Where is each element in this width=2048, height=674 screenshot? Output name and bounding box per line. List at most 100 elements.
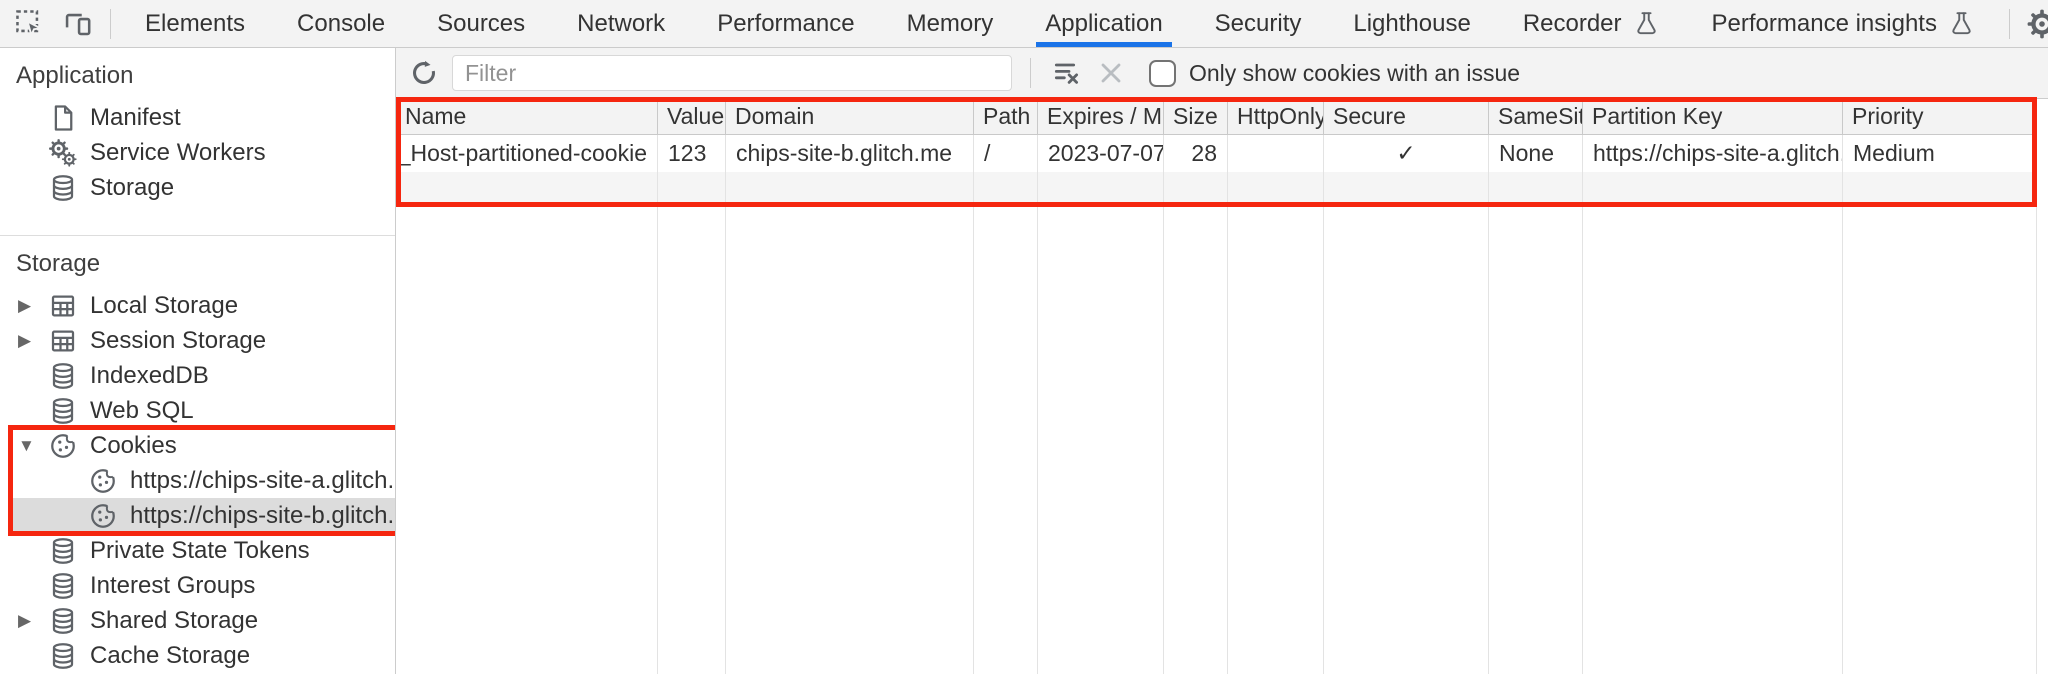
sidebar-divider (0, 235, 395, 236)
expand-chevron-icon[interactable]: ▶ (18, 331, 32, 350)
cookie-icon (88, 501, 118, 531)
sidebar-section-application: Application (16, 62, 134, 89)
sidebar-item-session-storage[interactable]: ▶ Session Storage (18, 326, 267, 354)
cookie-cell-path[interactable]: / (974, 135, 1038, 172)
tab-lighthouse[interactable]: Lighthouse (1353, 9, 1471, 37)
empty-row-cell (1228, 172, 1324, 203)
clear-filter-button[interactable] (1047, 53, 1087, 93)
sidebar-item-manifest[interactable]: Manifest (0, 100, 395, 135)
cookie-cell-expires[interactable]: 2023-07-07… (1038, 135, 1164, 172)
table-filler-cell (1164, 203, 1228, 674)
tab-network[interactable]: Network (577, 9, 666, 37)
experiment-flask-icon (1948, 10, 1975, 37)
cookie-icon (48, 431, 78, 461)
table-filler-cell (658, 203, 726, 674)
application-sidebar: Application Manifest Service Workers Sto… (0, 48, 396, 674)
cookie-cell-priority[interactable]: Medium (1843, 135, 2037, 172)
column-header-size[interactable]: Size (1164, 99, 1228, 135)
column-header-httponly[interactable]: HttpOnly (1228, 99, 1324, 135)
cookie-cell-name[interactable]: __Host-partitioned-cookie (396, 135, 658, 172)
toolbar-divider (1030, 58, 1031, 88)
refresh-button[interactable] (404, 53, 444, 93)
column-header-priority[interactable]: Priority (1843, 99, 2037, 135)
sidebar-section-storage: Storage (16, 250, 101, 277)
cookies-panel: Only show cookies with an issue Name Val… (396, 48, 2048, 674)
cookie-cell-secure-checkmark[interactable]: ✓ (1324, 135, 1489, 172)
device-toolbar-icon (62, 8, 94, 40)
column-header-secure[interactable]: Secure (1324, 99, 1489, 135)
sidebar-item-cookies-chips-site-a[interactable]: https://chips-site-a.glitch.me (0, 463, 395, 498)
only-issue-checkbox[interactable] (1149, 59, 1176, 87)
expand-chevron-icon[interactable]: ▶ (18, 296, 32, 315)
table-grid-icon (48, 291, 78, 321)
clear-filter-icon (1051, 57, 1083, 89)
tab-performance[interactable]: Performance (717, 9, 855, 37)
column-header-name[interactable]: Name (396, 99, 658, 135)
column-header-value[interactable]: Value (658, 99, 726, 135)
tab-elements[interactable]: Elements (145, 9, 246, 37)
column-header-partition-key[interactable]: Partition Key (1583, 99, 1843, 135)
x-icon (1095, 57, 1127, 89)
sidebar-item-service-workers[interactable]: Service Workers (0, 135, 395, 170)
filter-input[interactable] (452, 55, 1012, 91)
cookie-cell-partition-key[interactable]: https://chips-site-a.glitch.me (1583, 135, 1843, 172)
storage-database-icon (48, 173, 78, 203)
sidebar-item-storage[interactable]: Storage (0, 170, 395, 205)
sidebar-item-web-sql[interactable]: Web SQL (0, 393, 395, 428)
sidebar-item-private-state-tokens[interactable]: Private State Tokens (0, 533, 395, 568)
sidebar-item-interest-groups[interactable]: Interest Groups (0, 568, 395, 603)
database-icon (48, 396, 78, 426)
tab-memory[interactable]: Memory (906, 9, 994, 37)
column-header-expires[interactable]: Expires / M… (1038, 99, 1164, 135)
tab-sources[interactable]: Sources (437, 9, 526, 37)
cookie-cell-value[interactable]: 123 (658, 135, 726, 172)
collapse-chevron-icon[interactable]: ▼ (18, 436, 35, 455)
cookies-tree-group: ▼ Cookies https://chips-site-a.glitch.me… (0, 425, 395, 536)
tabbar-right-controls (2001, 4, 2048, 44)
cookies-toolbar: Only show cookies with an issue (396, 48, 2048, 99)
database-icon (48, 536, 78, 566)
tab-application[interactable]: Application (1019, 0, 1188, 47)
manifest-document-icon (48, 103, 78, 133)
inspect-element-button[interactable] (8, 4, 52, 44)
empty-row-cell (396, 172, 658, 203)
delete-button[interactable] (1091, 53, 1131, 93)
panel-tabs: Elements Console Sources Network Perform… (119, 0, 2001, 47)
tab-performance-insights[interactable]: Performance insights (1686, 0, 2001, 47)
tab-console[interactable]: Console (297, 9, 386, 37)
empty-row-cell (658, 172, 726, 203)
sidebar-item-local-storage[interactable]: ▶ Local Storage (18, 291, 239, 321)
sidebar-item-cache-storage[interactable]: Cache Storage (0, 638, 395, 673)
cookie-cell-httponly[interactable] (1228, 135, 1324, 172)
column-header-samesite[interactable]: SameSite (1489, 99, 1583, 135)
empty-row-cell (974, 172, 1038, 203)
empty-row-cell (1583, 172, 1843, 203)
table-filler-cell (396, 203, 658, 674)
sidebar-item-cookies[interactable]: ▼ Cookies (18, 431, 177, 461)
empty-row-cell (1164, 172, 1228, 203)
cookie-cell-domain[interactable]: chips-site-b.glitch.me (726, 135, 974, 172)
settings-button[interactable] (2020, 4, 2048, 44)
database-icon (48, 606, 78, 636)
column-header-domain[interactable]: Domain (726, 99, 974, 135)
only-issue-label[interactable]: Only show cookies with an issue (1189, 59, 1521, 86)
gear-icon (2026, 8, 2048, 40)
column-header-path[interactable]: Path (974, 99, 1038, 135)
table-filler-cell (1038, 203, 1164, 674)
sidebar-item-indexeddb[interactable]: IndexedDB (0, 358, 395, 393)
devtools-content: Application Manifest Service Workers Sto… (0, 48, 2048, 674)
toggle-device-toolbar-button[interactable] (56, 4, 100, 44)
tab-security[interactable]: Security (1214, 9, 1302, 37)
cookie-cell-size[interactable]: 28 (1164, 135, 1228, 172)
table-filler-cell (1843, 203, 2037, 674)
expand-chevron-icon[interactable]: ▶ (18, 611, 32, 630)
cookie-cell-samesite[interactable]: None (1489, 135, 1583, 172)
devtools-tabbar: Elements Console Sources Network Perform… (0, 0, 2048, 48)
cookies-table-area: Name Value Domain Path Expires / M… Size… (396, 97, 2048, 674)
sidebar-item-shared-storage[interactable]: ▶ Shared Storage (18, 606, 259, 636)
inspect-cursor-icon (14, 8, 46, 40)
tab-recorder[interactable]: Recorder (1497, 0, 1686, 47)
sidebar-item-cookies-chips-site-b[interactable]: https://chips-site-b.glitch.me (13, 498, 395, 533)
table-filler-cell (1489, 203, 1583, 674)
